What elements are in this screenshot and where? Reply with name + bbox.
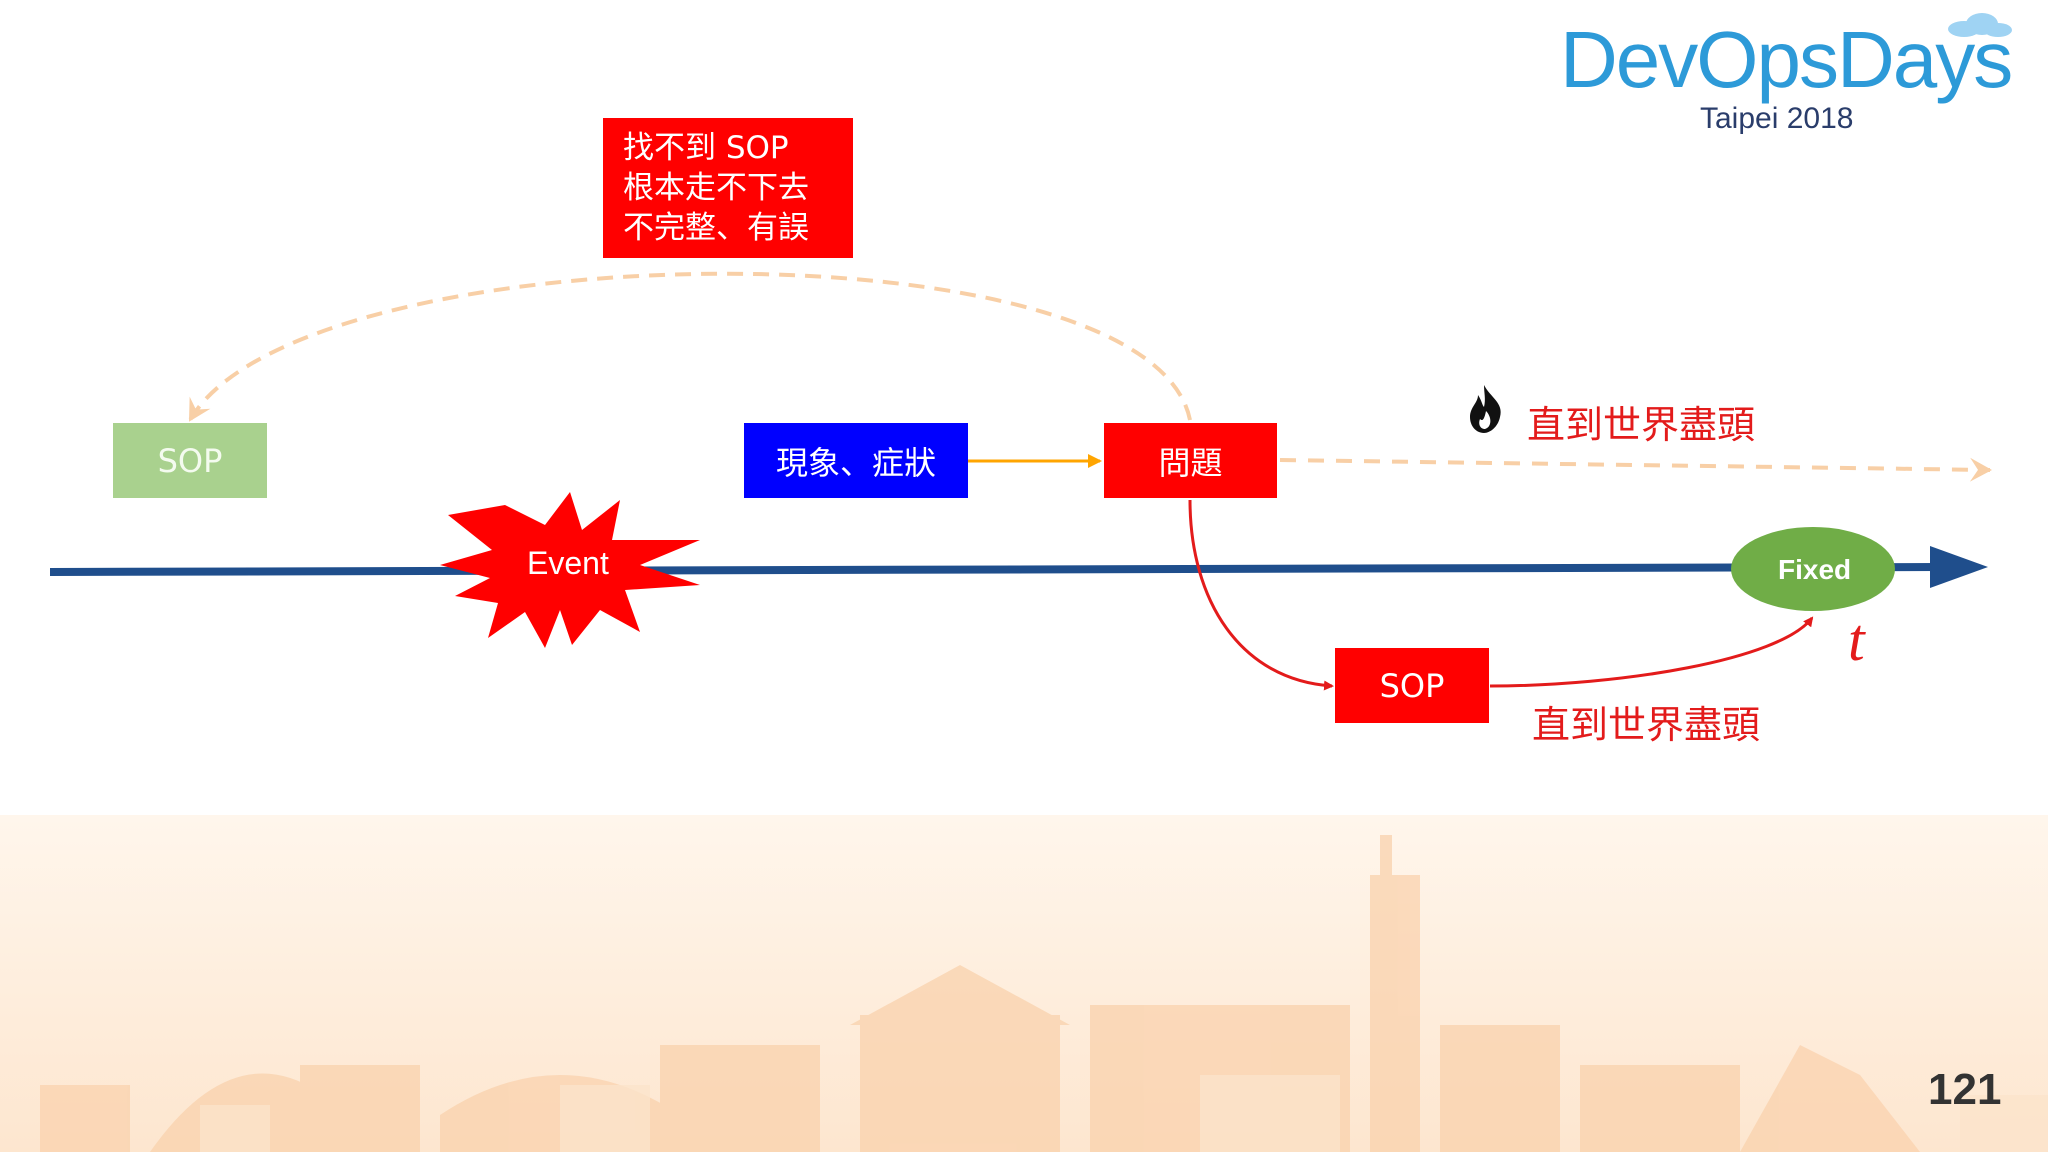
note-line: 不完整、有誤 [623, 210, 809, 246]
sop-to-fixed-arrow [1489, 616, 1814, 688]
sop-box-outdated: SOP [113, 423, 267, 498]
event-label: Event [527, 545, 609, 581]
devopsdays-logo-subtitle: Taipei 2018 [1700, 102, 1854, 135]
problem-box: 問題 [1104, 423, 1277, 498]
symptom-box: 現象、症狀 [744, 423, 968, 498]
problem-to-sop-arrow [1188, 499, 1334, 691]
time-axis-label: t [1848, 607, 1865, 673]
city-skyline-background [0, 815, 2048, 1152]
forever-label-top: 直到世界盡頭 [1527, 403, 1756, 447]
sop-problems-note: 找不到 SOP 根本走不下去 不完整、有誤 [603, 118, 853, 258]
note-line: 找不到 SOP [623, 130, 789, 166]
fixed-ellipse [1731, 527, 1895, 611]
forever-dashed-arrow [1279, 457, 1992, 482]
cloud-icon [1948, 13, 2012, 37]
fire-icon [1470, 385, 1501, 433]
timeline-arrowhead [1930, 546, 1988, 588]
event-burst-shape [440, 492, 700, 648]
note-line: 根本走不下去 [623, 170, 809, 206]
slide-number: 121 [1928, 1065, 2002, 1114]
feedback-dashed-arrow [188, 271, 1192, 422]
sop-box: SOP [1335, 648, 1489, 723]
forever-label-bottom: 直到世界盡頭 [1532, 703, 1761, 747]
fixed-label: Fixed [1778, 554, 1852, 585]
timeline-axis [49, 563, 1941, 576]
devopsdays-logo-text: DevOpsDays [1560, 15, 2013, 104]
